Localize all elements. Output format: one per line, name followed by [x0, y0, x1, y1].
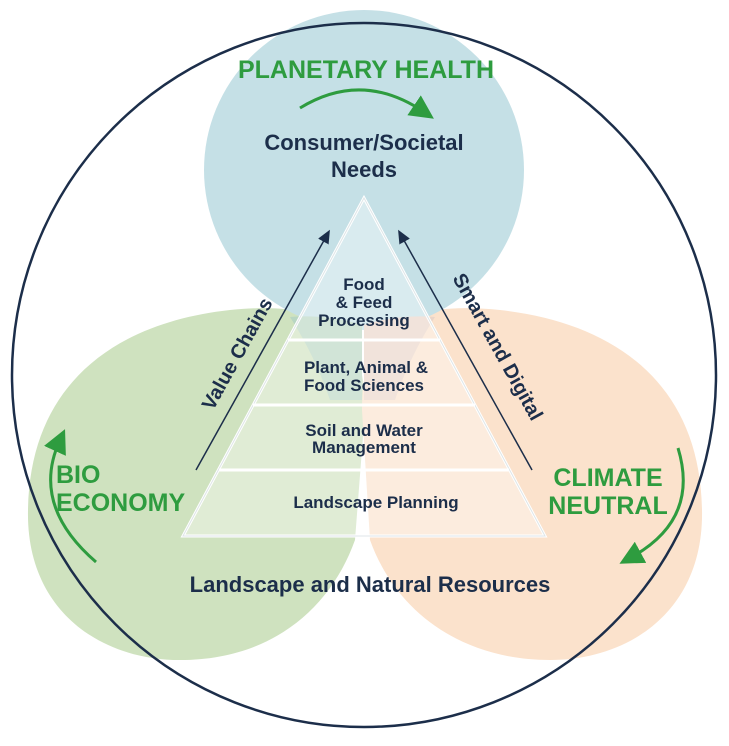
tier-2-line-2: Food Sciences: [304, 376, 424, 395]
tier-3-line-2: Management: [312, 438, 416, 457]
bio-economy-line-2: ECONOMY: [56, 489, 186, 517]
tier-4-line-1: Landscape Planning: [293, 493, 458, 512]
pyramid: [180, 194, 548, 538]
value-chains-arrow: [195, 229, 330, 471]
bio-economy-arrow: [44, 429, 97, 564]
top-circle: [204, 10, 524, 330]
overlap-left-top: [290, 316, 362, 400]
left-circle: [27, 308, 366, 660]
tier-1-line-3: Processing: [318, 311, 410, 330]
right-circle-group: [362, 308, 703, 660]
outer-circle: [10, 21, 718, 729]
landscape-natural-resources-label: Landscape and Natural Resources: [190, 572, 551, 597]
tier-1-line-2: & Feed: [336, 293, 393, 312]
planetary-health-label: PLANETARY HEALTH: [238, 56, 494, 84]
climate-neutral-line-1: CLIMATE: [553, 464, 662, 492]
planetary-health-arrow: [299, 88, 434, 119]
right-circle: [362, 308, 703, 660]
tier-1-line-1: Food: [343, 275, 385, 294]
overlap-right-top: [364, 316, 435, 400]
left-circle-group: [27, 308, 366, 660]
tier-3-line-1: Soil and Water: [305, 421, 423, 440]
consumer-needs-line-2: Needs: [331, 157, 397, 182]
climate-neutral-arrow: [619, 447, 685, 564]
smart-digital-arrow: [398, 229, 533, 471]
climate-neutral-line-2: NEUTRAL: [548, 492, 667, 520]
bio-economy-line-1: BIO: [56, 461, 100, 489]
tier-2-line-1: Plant, Animal &: [304, 358, 428, 377]
consumer-needs-line-1: Consumer/Societal: [264, 130, 463, 155]
pyramid-shadow: [182, 196, 546, 537]
